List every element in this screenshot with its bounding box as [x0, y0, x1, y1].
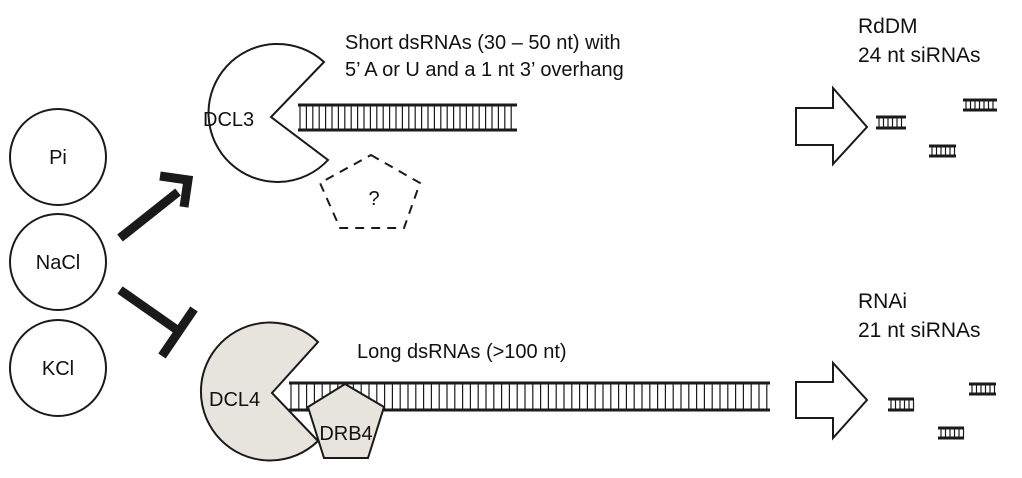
- dcl4-label: DCL4: [209, 389, 260, 411]
- ion-pi: Pi: [9, 108, 107, 206]
- ion-pi-label: Pi: [49, 147, 67, 169]
- rddm-pathway-label: RdDM: [858, 15, 918, 38]
- sirna-duplex: [929, 144, 956, 158]
- sirna-duplex: [963, 98, 997, 112]
- sirna-duplex: [876, 115, 906, 130]
- rnai-output-arrow: [795, 360, 869, 441]
- inhibition-bar: [117, 286, 198, 359]
- sirna-21nt-products: [888, 382, 996, 440]
- rnai-product-label: 21 nt siRNAs: [858, 319, 981, 342]
- ion-nacl: NaCl: [9, 213, 107, 311]
- rnai-pathway-label: RNAi: [858, 290, 907, 313]
- sirna-duplex: [969, 382, 996, 396]
- dcl3-enzyme: DCL3: [203, 43, 330, 183]
- drb4-protein: DRB4: [306, 382, 386, 459]
- sirna-duplex: [938, 426, 965, 440]
- activation-arrow: [117, 171, 194, 242]
- short-dsrna-description-line2: 5’ A or U and a 1 nt 3’ overhang: [345, 59, 624, 81]
- rddm-product-label: 24 nt siRNAs: [858, 44, 981, 67]
- rddm-output-arrow: [795, 85, 869, 167]
- long-dsrna-description: Long dsRNAs (>100 nt): [357, 341, 567, 363]
- sirna-24nt-products: [876, 98, 997, 158]
- unknown-partner-pentagon: ?: [318, 153, 422, 229]
- drb4-label: DRB4: [319, 423, 372, 445]
- short-dsrna-duplex: [298, 103, 517, 132]
- ion-nacl-label: NaCl: [36, 252, 80, 274]
- ion-kcl-label: KCl: [42, 358, 74, 380]
- dcl3-label: DCL3: [203, 109, 254, 131]
- sirna-duplex: [888, 397, 915, 412]
- ion-kcl: KCl: [9, 319, 107, 417]
- dcl4-enzyme: DCL4: [200, 321, 320, 462]
- unknown-partner-label: ?: [368, 188, 379, 210]
- short-dsrna-description-line1: Short dsRNAs (30 – 50 nt) with: [345, 32, 621, 54]
